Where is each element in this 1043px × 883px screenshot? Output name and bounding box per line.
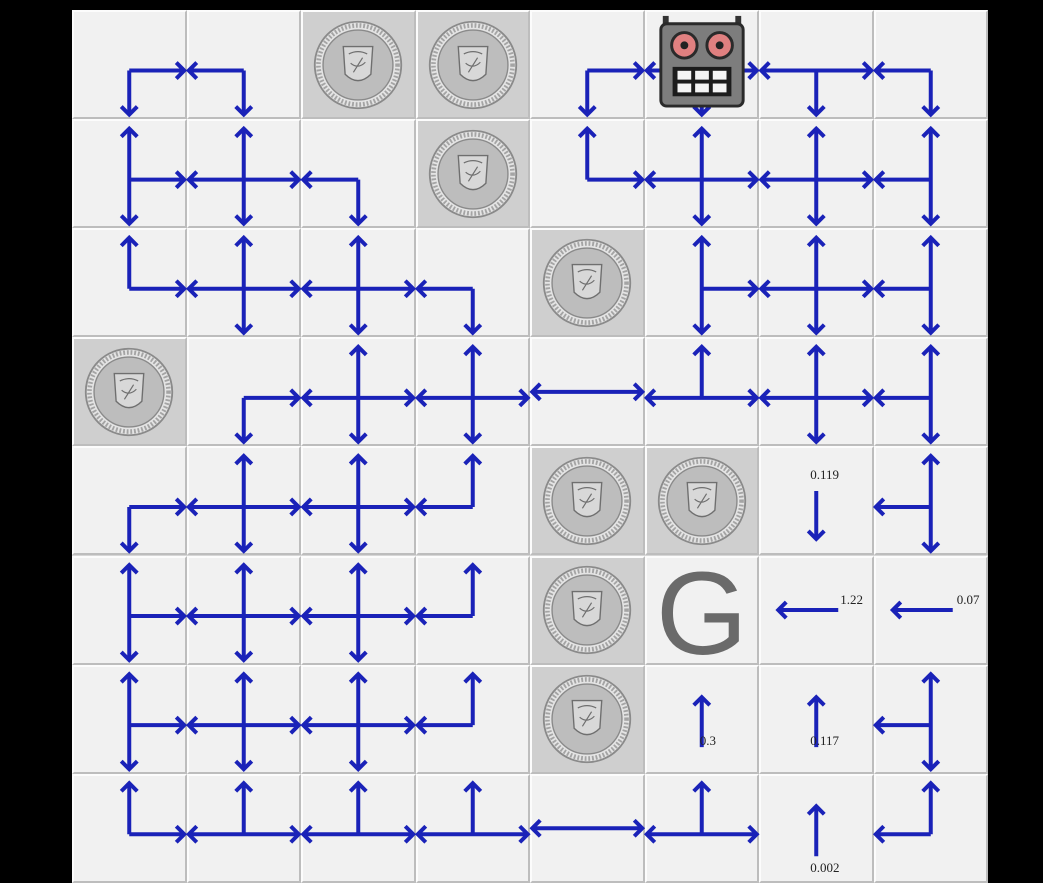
goal-label: G (656, 555, 748, 673)
grid-cell (874, 228, 989, 337)
gridworld-board: 0.119 1.22 0.07 0.3 0.117 0.002 G (72, 10, 988, 883)
seal-icon (541, 237, 633, 329)
cell-value-label: 0.002 (810, 860, 839, 876)
wall-cell (530, 665, 645, 774)
grid-cell (187, 119, 302, 228)
cell-value-label: 0.3 (700, 733, 716, 749)
grid-cell (874, 337, 989, 446)
grid-cell (874, 119, 989, 228)
grid-cell (72, 665, 187, 774)
grid-cell (72, 10, 187, 119)
grid-cell (874, 774, 989, 883)
grid-cell (187, 556, 302, 665)
wall-cell (530, 228, 645, 337)
grid-cell (759, 10, 874, 119)
grid-cell (530, 119, 645, 228)
grid-cell (72, 774, 187, 883)
robot-agent-icon (653, 12, 751, 110)
grid-cell (301, 774, 416, 883)
grid-cell (72, 556, 187, 665)
grid-cell (759, 228, 874, 337)
grid-cell (301, 556, 416, 665)
grid-cell (530, 774, 645, 883)
grid-cell (72, 228, 187, 337)
wall-cell (530, 556, 645, 665)
wall-cell (72, 337, 187, 446)
cell-value-label: 0.117 (810, 733, 839, 749)
cell-value-label: 0.119 (810, 467, 839, 483)
cell-value-label: 0.07 (957, 592, 980, 608)
grid-cell (187, 10, 302, 119)
grid-cell (301, 337, 416, 446)
seal-icon (656, 455, 748, 547)
seal-icon (541, 673, 633, 765)
grid-cell (759, 556, 874, 665)
grid-cell (72, 446, 187, 555)
seal-icon (541, 564, 633, 656)
grid-cell (530, 337, 645, 446)
seal-icon (427, 128, 519, 220)
grid-cell (759, 446, 874, 555)
seal-icon (312, 19, 404, 111)
seal-icon (541, 455, 633, 547)
grid-cell (72, 119, 187, 228)
grid-cell (874, 665, 989, 774)
grid-cell (645, 228, 760, 337)
cell-value-label: 1.22 (840, 592, 863, 608)
grid-cell (759, 337, 874, 446)
grid-cell (301, 446, 416, 555)
grid-cell (416, 665, 531, 774)
grid-cell (416, 228, 531, 337)
grid-cell (874, 446, 989, 555)
grid-cell (874, 10, 989, 119)
grid-cell (416, 556, 531, 665)
grid-cell (416, 774, 531, 883)
grid-cell (759, 119, 874, 228)
grid-cell (187, 774, 302, 883)
grid-cell (645, 119, 760, 228)
grid-cell (645, 774, 760, 883)
grid-cell (301, 119, 416, 228)
grid-cell (416, 337, 531, 446)
grid-cell (301, 228, 416, 337)
grid-cell (187, 446, 302, 555)
seal-icon (83, 346, 175, 438)
wall-cell (416, 119, 531, 228)
wall-cell (645, 446, 760, 555)
grid-cell (645, 665, 760, 774)
grid-cell (645, 337, 760, 446)
grid-cell (187, 228, 302, 337)
wall-cell (416, 10, 531, 119)
grid-cell (874, 556, 989, 665)
grid-cell (759, 665, 874, 774)
grid-cell (301, 665, 416, 774)
grid-cell (187, 665, 302, 774)
seal-icon (427, 19, 519, 111)
grid-cell (187, 337, 302, 446)
wall-cell (530, 446, 645, 555)
grid-cell (530, 10, 645, 119)
grid-cell (416, 446, 531, 555)
wall-cell (301, 10, 416, 119)
